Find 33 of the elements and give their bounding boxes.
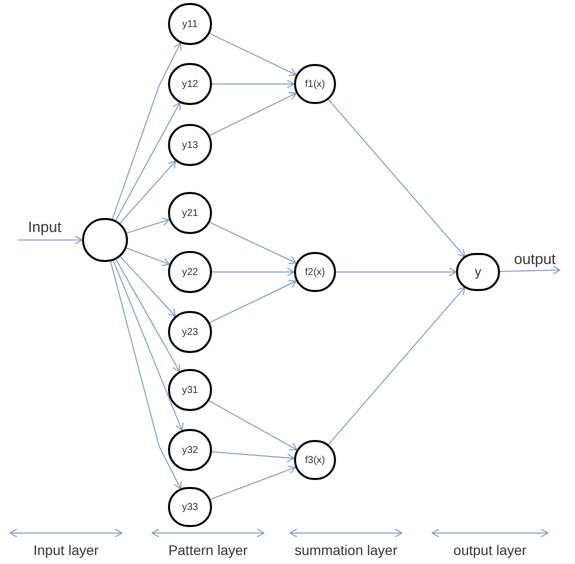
edge-label: output (514, 252, 556, 267)
arrow (500, 266, 560, 275)
layer-label: Input layer (33, 543, 99, 557)
arrow (110, 260, 182, 490)
arrow (119, 160, 176, 224)
arrow (212, 268, 294, 276)
node-label: y32 (182, 444, 198, 458)
arrow (212, 80, 294, 88)
arrow (328, 286, 466, 446)
node-label: y12 (182, 78, 198, 92)
layer-label: output layer (453, 543, 527, 557)
edge-label: Input (28, 220, 62, 235)
node-label: f3(x) (305, 454, 325, 468)
node-label: y21 (182, 206, 198, 220)
layer-label: Pattern layer (168, 543, 248, 557)
node-label: y22 (182, 266, 198, 280)
arrow (126, 217, 170, 234)
arrow (208, 400, 298, 450)
arrow (112, 260, 184, 431)
layer-label: summation layer (294, 543, 398, 557)
node-label: y11 (182, 18, 198, 32)
node-label: f1(x) (305, 78, 325, 92)
node-label: y31 (182, 384, 198, 398)
arrow (120, 256, 176, 317)
node-label: f2(x) (305, 266, 325, 280)
node-label: y13 (182, 138, 198, 152)
arrow (18, 236, 82, 244)
node-label: y33 (182, 500, 198, 514)
node-label: y (474, 263, 482, 282)
arrow (336, 268, 456, 276)
arrow (328, 98, 466, 258)
arrow (211, 451, 295, 462)
node-label: y23 (182, 326, 198, 340)
